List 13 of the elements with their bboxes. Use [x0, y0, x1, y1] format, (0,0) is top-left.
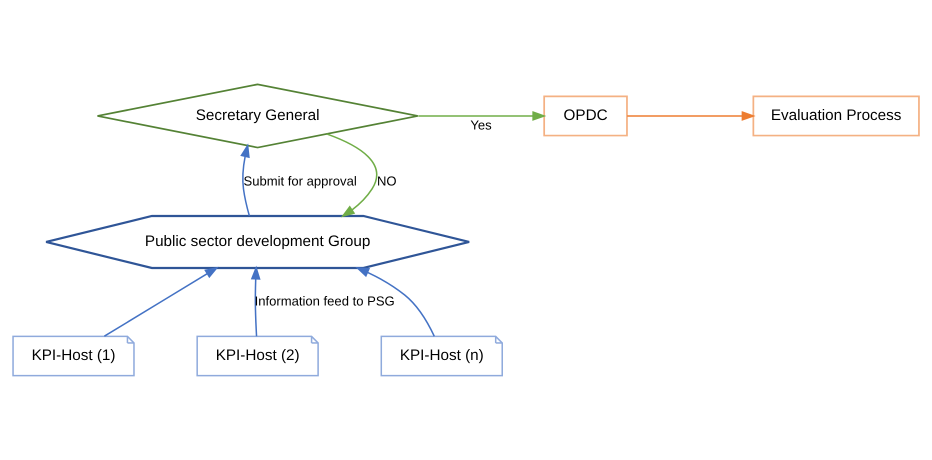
- node-box: OPDC: [543, 95, 628, 136]
- edge-label: NO: [376, 173, 397, 188]
- node-box: Evaluation Process: [752, 95, 920, 136]
- arrow: [250, 266, 261, 336]
- edge-label: Yes: [470, 118, 492, 133]
- arrow: [418, 111, 546, 121]
- node-diamond: Secretary General: [96, 83, 419, 148]
- arrow: [355, 266, 435, 337]
- edge-label: Submit for approval: [243, 173, 357, 188]
- arrow: [326, 133, 378, 218]
- arrow: [627, 111, 756, 121]
- arrow: [240, 143, 250, 216]
- arrow: [104, 266, 219, 337]
